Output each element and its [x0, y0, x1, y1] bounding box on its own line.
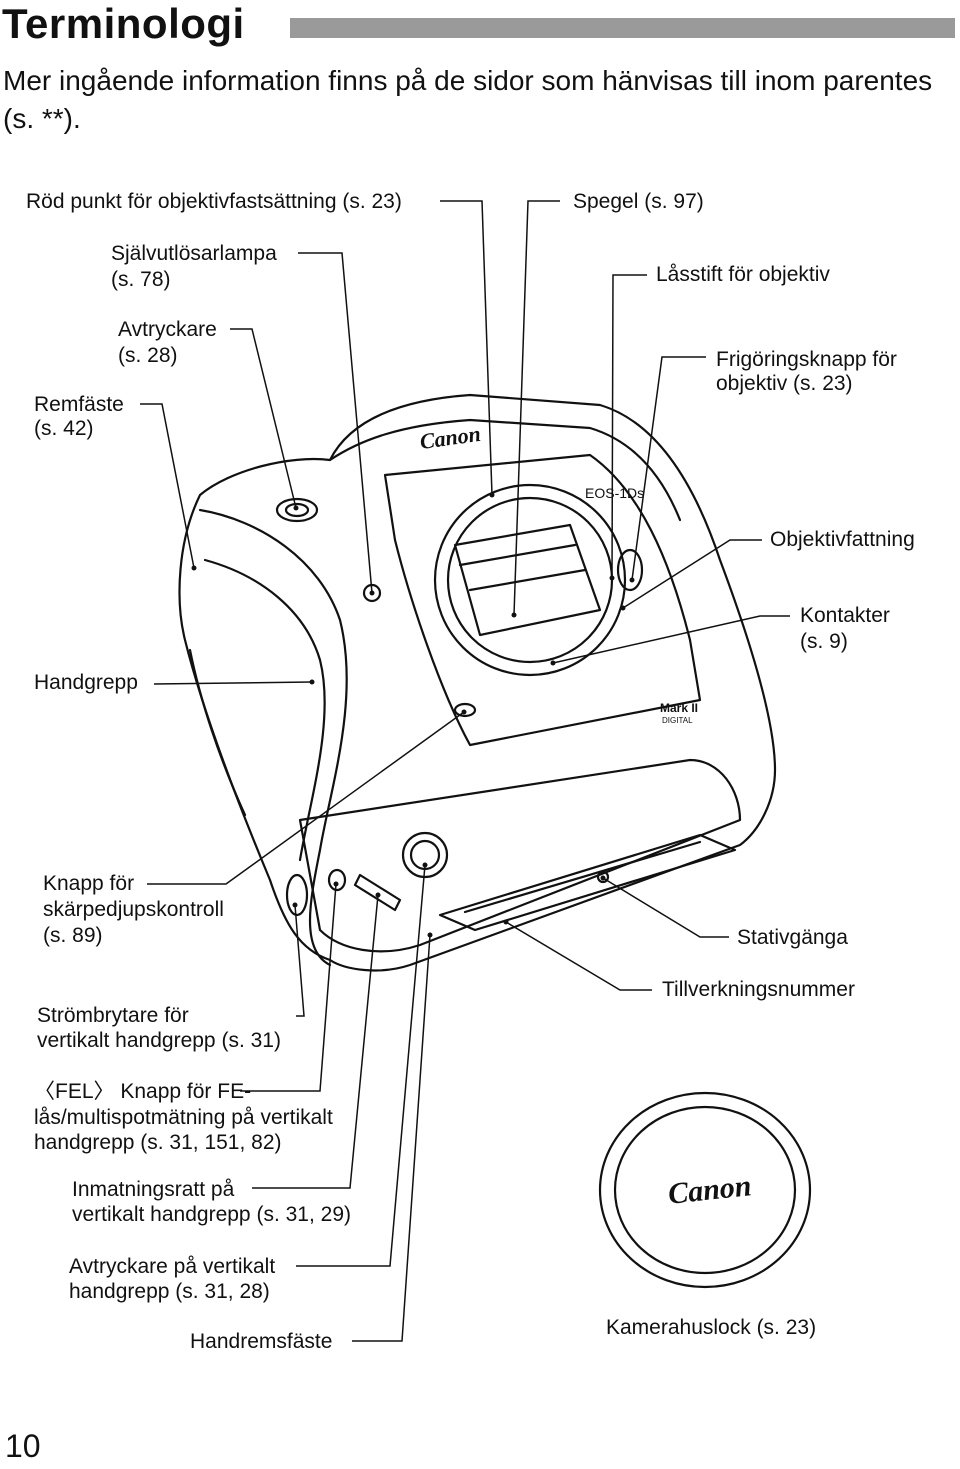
label-strap-1: Remfäste [34, 393, 124, 416]
shutter-button [275, 497, 319, 523]
label-fel-2: lås/multispotmätning på vertikalt [34, 1106, 333, 1129]
label-self-timer-1: Självutlösarlampa [111, 242, 277, 265]
label-release-2: objektiv (s. 23) [716, 372, 853, 395]
bottom-plate [438, 833, 737, 932]
label-vshutter-1: Avtryckare på vertikalt [69, 1255, 276, 1278]
label-fel-1: 〈FEL〉 Knapp för FE- [34, 1078, 251, 1105]
label-dial-2: vertikalt handgrepp (s. 31, 29) [72, 1203, 351, 1226]
label-red-dot: Röd punkt för objektivfastsättning (s. 2… [26, 190, 402, 213]
lens-mount-outer [433, 483, 627, 677]
label-release-1: Frigöringsknapp för [716, 348, 897, 371]
label-contacts-1: Kontakter [800, 604, 890, 627]
label-mirror: Spegel (s. 97) [573, 190, 704, 213]
body-model-text: EOS-1Ds [585, 485, 644, 501]
vertical-dial [353, 873, 402, 912]
label-tripod: Stativgänga [737, 926, 848, 949]
fel-text: Knapp för FE- [120, 1080, 252, 1103]
mirror-box [453, 523, 602, 637]
camera-front-panel [383, 453, 702, 747]
label-dof-3: (s. 89) [43, 924, 103, 947]
label-grip: Handgrepp [34, 671, 138, 694]
camera-top-plate [328, 418, 682, 522]
cap-brand-text: Canon [667, 1169, 753, 1211]
body-cap-outer [598, 1091, 812, 1289]
label-hand-strap: Handremsfäste [190, 1330, 333, 1353]
label-dial-1: Inmatningsratt på [72, 1178, 235, 1201]
label-vswitch-1: Strömbrytare för [37, 1004, 189, 1027]
grip-outline [198, 508, 348, 967]
vertical-shutter-button [401, 831, 449, 879]
body-badge-mark: Mark II [660, 701, 698, 715]
page-title: Terminologi [2, 0, 245, 47]
intro-text: Mer ingående information finns på de sid… [3, 65, 933, 134]
label-fel-3: handgrepp (s. 31, 151, 82) [34, 1131, 282, 1154]
label-shutter-1: Avtryckare [118, 318, 217, 341]
label-dof-1: Knapp för [43, 872, 135, 895]
label-body-cap: Kamerahuslock (s. 23) [606, 1316, 817, 1339]
label-dof-2: skärpedjupskontroll [43, 898, 224, 921]
title-rule [290, 18, 955, 38]
label-shutter-2: (s. 28) [118, 344, 178, 367]
label-self-timer-2: (s. 78) [111, 268, 171, 291]
fel-symbol: 〈FEL〉 [34, 1080, 115, 1103]
label-mount: Objektivfattning [770, 528, 915, 551]
label-serial: Tillverkningsnummer [662, 978, 855, 1001]
label-vswitch-2: vertikalt handgrepp (s. 31) [37, 1029, 281, 1052]
label-strap-2: (s. 42) [34, 417, 94, 440]
body-badge-digital: DIGITAL [662, 716, 693, 725]
label-vshutter-2: handgrepp (s. 31, 28) [69, 1280, 270, 1303]
label-lock-pin: Låsstift för objektiv [656, 263, 830, 286]
label-contacts-2: (s. 9) [800, 630, 848, 653]
page-number: 10 [5, 1428, 41, 1464]
body-cap-inner [613, 1105, 797, 1275]
vertical-grip [298, 758, 742, 953]
